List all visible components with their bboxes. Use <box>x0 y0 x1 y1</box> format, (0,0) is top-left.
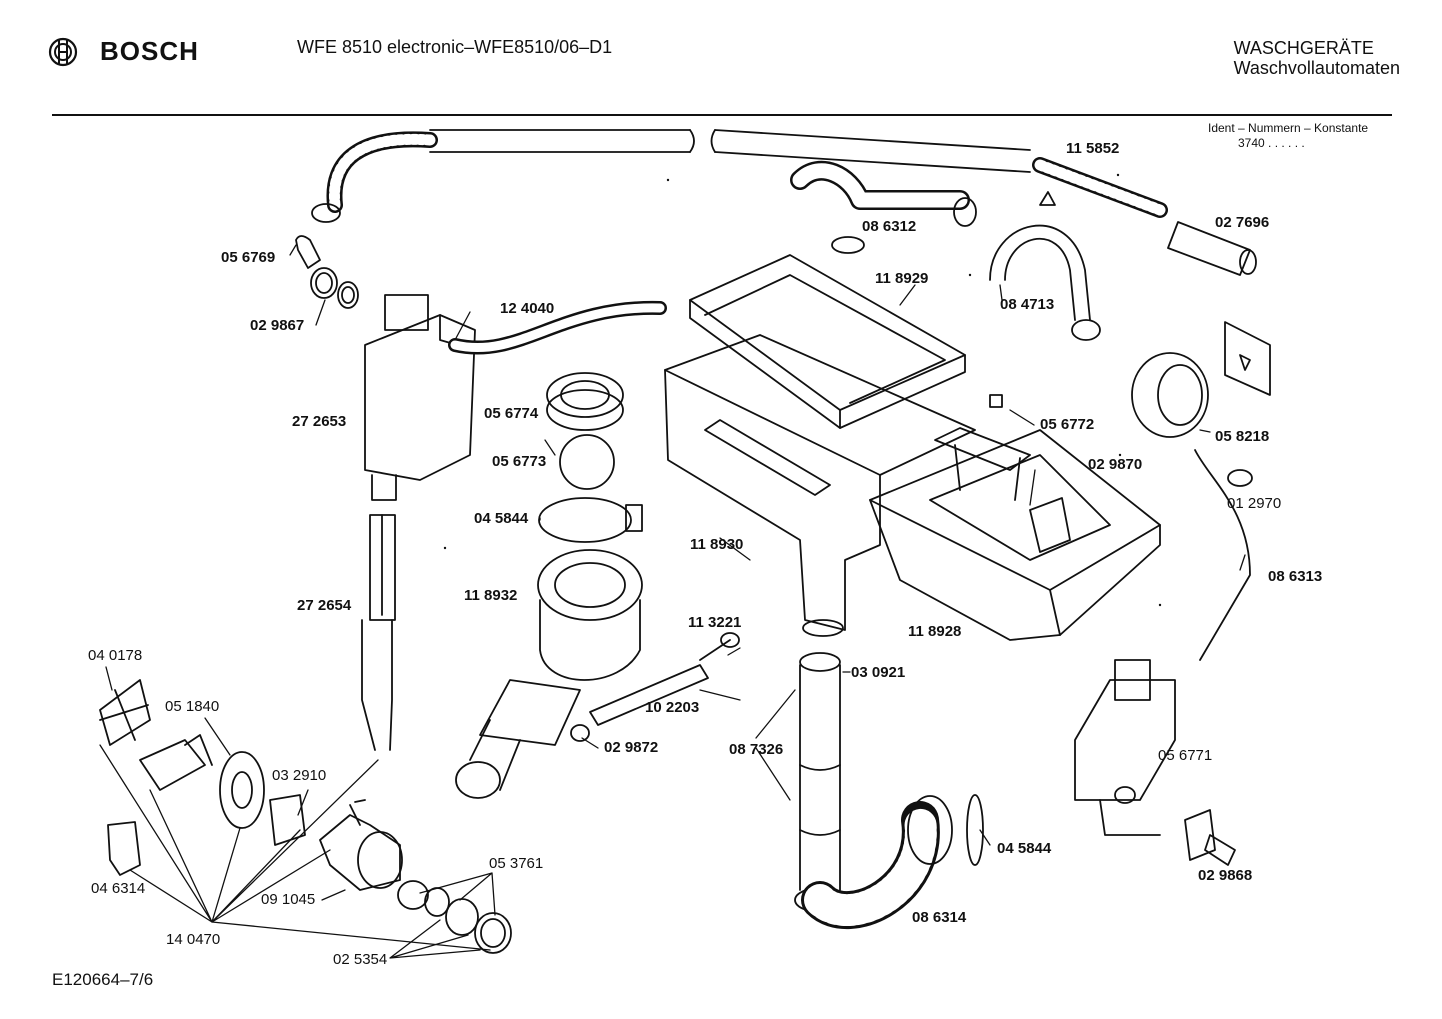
part-label: 05 1840 <box>165 698 220 715</box>
part-label: 01 2970 <box>1227 495 1282 512</box>
brand-name: BOSCH <box>100 36 199 66</box>
part-label: 05 6769 <box>221 249 276 266</box>
part-label: 05 6774 <box>484 405 539 422</box>
part-label: 05 3761 <box>489 855 544 872</box>
seal-drawing <box>546 372 624 418</box>
brand-logo: BOSCH <box>48 36 199 67</box>
dispenser-drawer-drawing <box>869 429 1161 641</box>
leader-lines <box>99 244 1246 959</box>
part-label: 05 6772 <box>1040 416 1095 433</box>
small-ring-drawing <box>1227 469 1253 487</box>
part-label: 08 6312 <box>862 218 917 235</box>
part-label: 02 9872 <box>604 739 659 756</box>
part-label: 04 0178 <box>88 647 143 664</box>
elbow-and-rings-drawing <box>295 235 359 309</box>
dispenser-lid-drawing <box>689 254 966 429</box>
ident-block: Ident – Nummern – Konstante 3740 . . . .… <box>1208 121 1368 151</box>
part-label: 11 5852 <box>1066 140 1120 157</box>
part-label: 04 6314 <box>91 880 146 897</box>
page-header: BOSCH WFE 8510 electronic–WFE8510/06–D1 … <box>0 0 1442 120</box>
part-label: 11 8930 <box>690 536 744 553</box>
category-subtitle: Waschvollautomaten <box>1233 58 1400 78</box>
part-label: 08 7326 <box>729 741 784 758</box>
level-chamber-drawing <box>1074 659 1176 836</box>
sump-hose-drawing <box>455 549 643 799</box>
ident-label: Ident – Nummern – Konstante <box>1208 121 1369 135</box>
ball-valve-drawing <box>559 434 615 490</box>
category-title: WASCHGERÄTE <box>1233 38 1374 58</box>
dot-markers <box>443 173 1162 607</box>
part-label: 10 2203 <box>645 699 700 716</box>
pressure-hose-drawing <box>1194 449 1251 661</box>
bellows-hose-drawing <box>801 794 984 929</box>
rod-drawing <box>589 664 709 726</box>
water-trap-drawing <box>364 294 476 501</box>
header-divider <box>52 114 1392 116</box>
part-label: 02 9870 <box>1088 456 1143 473</box>
part-label: 02 7696 <box>1215 214 1270 231</box>
part-label: 05 6771 <box>1158 747 1213 764</box>
pump-assembly-drawing <box>99 679 512 954</box>
part-label: 27 2654 <box>297 597 352 614</box>
model-title: WFE 8510 electronic–WFE8510/06–D1 <box>297 37 613 57</box>
part-label: 08 6313 <box>1268 568 1323 585</box>
valve-drawing <box>1184 809 1216 861</box>
drawing-code: E120664–7/6 <box>52 970 154 989</box>
category-block: WASCHGERÄTE Waschvollautomaten <box>1234 38 1400 78</box>
part-label: 04 5844 <box>997 840 1052 857</box>
coiled-hose-right <box>1032 157 1168 218</box>
part-label: 05 6773 <box>492 453 547 470</box>
part-label: 02 5354 <box>333 951 388 968</box>
part-label: 11 8932 <box>464 587 518 604</box>
detergent-tray-drawing <box>664 334 976 637</box>
pressure-switch-drawing <box>1131 321 1271 438</box>
part-label: 03 0921 <box>851 664 906 681</box>
part-label: 12 4040 <box>500 300 555 317</box>
part-label: 02 9867 <box>250 317 305 334</box>
hose-clamp-drawing <box>989 224 1091 321</box>
part-label: 11 8929 <box>875 270 929 287</box>
bosch-armature-icon <box>48 37 78 66</box>
part-label: 03 2910 <box>272 767 327 784</box>
part-label: 02 9868 <box>1198 867 1253 884</box>
part-label: 04 5844 <box>474 510 529 527</box>
ring-clamp-drawing <box>538 497 632 543</box>
part-label: 09 1045 <box>261 891 316 908</box>
part-label: 11 8928 <box>908 623 962 640</box>
hose-drawing <box>361 514 393 751</box>
inlet-hose-drawing <box>311 129 1257 276</box>
part-label: 08 4713 <box>1000 296 1055 313</box>
part-label: 11 3221 <box>688 614 742 631</box>
part-label: 27 2653 <box>292 413 347 430</box>
coiled-hose-left <box>326 131 438 213</box>
ident-value: 3740 . . . . . . <box>1238 136 1305 150</box>
part-label: 08 6314 <box>912 909 967 926</box>
drain-pipe-drawing <box>794 652 846 913</box>
part-label: 05 8218 <box>1215 428 1270 445</box>
bracket-drawing <box>934 427 1031 471</box>
part-label: 14 0470 <box>166 931 221 948</box>
